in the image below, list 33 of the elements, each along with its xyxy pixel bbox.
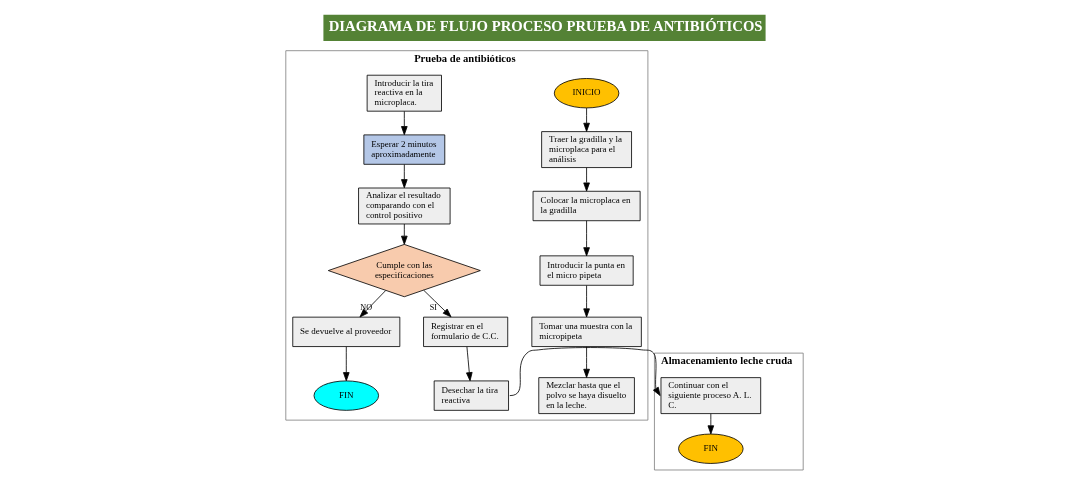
edge-label: NO [360, 303, 373, 313]
node-box: Esperar 2 minutos aproximadamente [363, 134, 446, 165]
node-box: Analizar el resultado comparando con el control positivo [358, 187, 451, 225]
arrow [343, 346, 350, 382]
arrow [583, 167, 590, 192]
node-ellipse: FIN [678, 433, 744, 464]
arrow [423, 289, 452, 318]
diagram-title: DIAGRAMA DE FLUJO PROCESO PRUEBA DE ANTIBIÓTICOS [328, 17, 763, 34]
node-box: Colocar la microplaca en la gradilla [532, 190, 641, 222]
arrow [359, 290, 387, 318]
arrow [583, 107, 590, 132]
node-diamond: Cumple con las especificaciones [327, 244, 481, 298]
arrow [401, 164, 408, 189]
node-ellipse: INICIO [553, 78, 620, 109]
node-ellipse: FIN [313, 380, 379, 411]
arrow [509, 347, 661, 397]
arrow [466, 346, 473, 382]
node-box: Introducir la punta en el micro pipeta [539, 255, 634, 286]
node-box: Mezclar hasta que el polvo se haya disuelto en la leche. [538, 377, 635, 414]
arrow [401, 223, 408, 245]
node-box: Introducir la tira reactiva en la microplaca. [366, 74, 442, 112]
arrow [707, 413, 715, 435]
node-box: Traer la gradilla y la microplaca para el análisis [541, 131, 632, 168]
arrow [583, 285, 590, 318]
node-box: Registrar en el formulario de C.C. [423, 316, 509, 347]
arrow [583, 346, 590, 378]
node-box: Tomar una muestra con la micropipeta [531, 316, 642, 347]
edge-label: SI [429, 303, 437, 313]
arrow [401, 110, 408, 136]
node-box: Desechar la tira reactiva [433, 380, 509, 411]
arrow [583, 220, 590, 257]
node-box: Se devuelve al proveedor [292, 316, 401, 347]
node-box: Continuar con el siguiente proceso A. L. C. [660, 377, 762, 414]
